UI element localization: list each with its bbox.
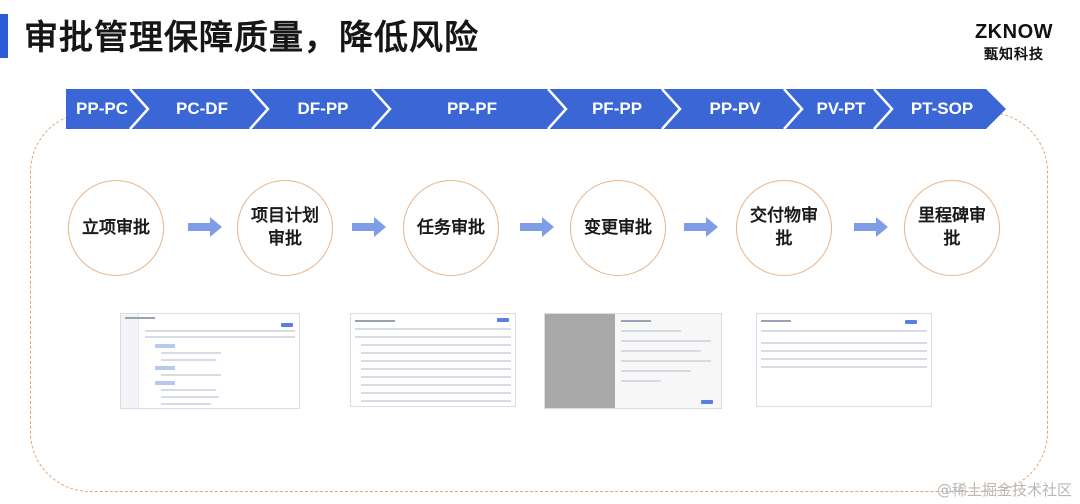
phase-pt-sop: PT-SOP — [910, 99, 974, 118]
step-task-approval: 任务审批 — [403, 180, 499, 276]
phase-pp-pf: PP-PF — [446, 99, 498, 118]
step-milestone-approval: 里程碑审批 — [904, 180, 1000, 276]
logo-mark: ZKNOW — [974, 21, 1054, 43]
screenshot-project-plan — [120, 313, 300, 409]
step-project-approval: 立项审批 — [68, 180, 164, 276]
screenshot-change-form — [544, 313, 722, 409]
right-arrow-icon — [352, 217, 386, 237]
logo-subtitle: 甄知科技 — [984, 47, 1044, 63]
step-label: 任务审批 — [417, 217, 485, 238]
phase-pv-pt: PV-PT — [816, 99, 866, 118]
phase-pp-pc: PP-PC — [76, 99, 128, 118]
page-title: 审批管理保障质量，降低风险 — [24, 18, 479, 58]
phase-chevron-graphic — [66, 89, 1006, 129]
step-label: 变更审批 — [584, 217, 652, 238]
step-deliverable-approval: 交付物审批 — [736, 180, 832, 276]
right-arrow-icon — [520, 217, 554, 237]
right-arrow-icon — [188, 217, 222, 237]
phase-pf-pp: PF-PP — [591, 99, 643, 118]
title-accent-bar — [0, 14, 8, 58]
right-arrow-icon — [854, 217, 888, 237]
screenshot-task-list — [350, 313, 516, 407]
brand-logo: ZKNOW 甄知科技 — [974, 22, 1054, 64]
step-label: 项目计划审批 — [251, 206, 319, 249]
phase-pp-pv: PP-PV — [709, 99, 761, 118]
phase-pc-df: PC-DF — [176, 99, 228, 118]
process-frame — [30, 112, 1048, 492]
step-label: 立项审批 — [82, 217, 150, 238]
step-label: 里程碑审批 — [918, 206, 986, 249]
phase-bar: PP-PC PC-DF DF-PP PP-PF PF-PP PP-PV PV-P… — [66, 89, 1006, 129]
watermark: @稀土掘金技术社区 — [936, 481, 1072, 499]
right-arrow-icon — [684, 217, 718, 237]
step-plan-approval: 项目计划审批 — [237, 180, 333, 276]
step-change-approval: 变更审批 — [570, 180, 666, 276]
step-label: 交付物审批 — [750, 206, 818, 249]
screenshot-deliverables — [756, 313, 932, 407]
phase-df-pp: DF-PP — [297, 99, 349, 118]
